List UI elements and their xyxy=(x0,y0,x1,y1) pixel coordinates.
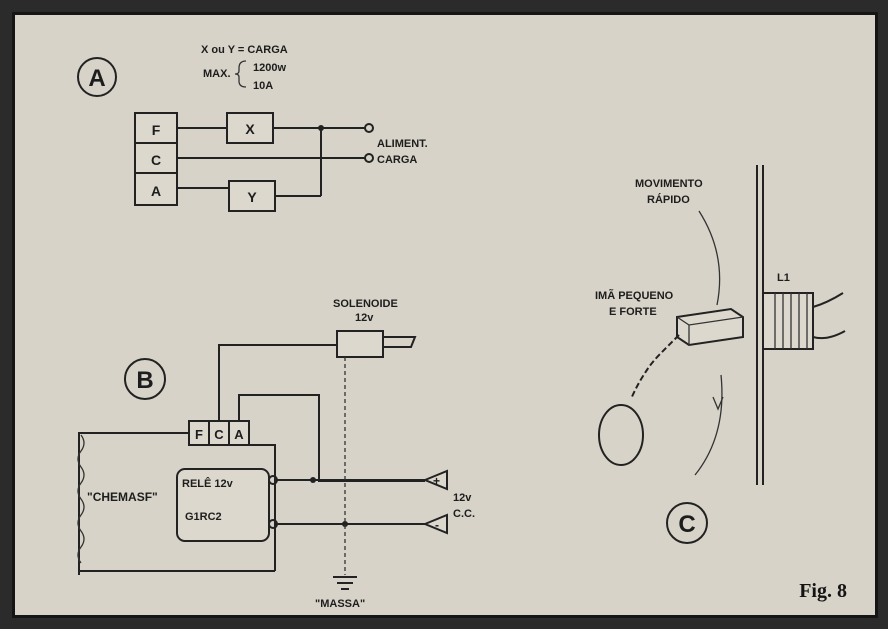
diagram-panel: A X ou Y = CARGA MAX. 1200w 10A F C A X … xyxy=(12,12,878,618)
max-brace xyxy=(234,60,247,88)
solenoid-voltage: 12v xyxy=(355,312,374,324)
load-y-box xyxy=(228,180,276,212)
terminal-a-b: A xyxy=(234,427,244,442)
brand-label: "CHEMASF" xyxy=(87,490,158,504)
chain xyxy=(630,334,680,400)
magnet-label-line1: IMÃ PEQUENO xyxy=(595,289,674,302)
relay-model-line2: G1RC2 xyxy=(185,511,222,523)
solenoid-label: SOLENOIDE xyxy=(333,298,398,310)
magnet-label-line2: E FORTE xyxy=(609,306,657,318)
minus-sign: - xyxy=(435,518,439,532)
motion-arrow-icon xyxy=(712,396,724,411)
coil-lead-1 xyxy=(812,292,844,308)
section-a-label: A xyxy=(88,65,105,92)
relay-terminal-block-a xyxy=(134,112,178,206)
load-y-label: Y xyxy=(247,189,257,205)
motion-arc-top xyxy=(698,210,721,306)
magnet-block xyxy=(676,307,744,347)
section-c-label: C xyxy=(678,511,695,538)
terminal-f-b: F xyxy=(195,427,203,442)
load-note: X ou Y = CARGA xyxy=(201,44,288,56)
max-note: MAX. xyxy=(203,68,231,80)
plus-terminal xyxy=(422,469,448,491)
motion-label-line2: RÁPIDO xyxy=(647,193,690,206)
section-a: A X ou Y = CARGA MAX. 1200w 10A F C A X … xyxy=(77,44,428,212)
relay-model-line1: RELÊ 12v xyxy=(182,477,234,490)
motion-label-line1: MOVIMENTO xyxy=(635,178,703,190)
wavy-wire xyxy=(77,434,85,564)
figure-label: Fig. 8 xyxy=(799,580,847,602)
terminal-a-a: A xyxy=(151,183,161,199)
solenoid-body xyxy=(336,330,384,358)
ring-weight xyxy=(598,404,644,466)
motion-arc-bottom xyxy=(694,374,723,476)
section-b: B SOLENOIDE 12v F C A RELÊ 12v G1RC2 xyxy=(77,298,475,610)
load-x-label: X xyxy=(245,121,255,137)
coil-l1 xyxy=(762,292,814,350)
aliment-label: ALIMENT. xyxy=(377,138,428,150)
ground-label: "MASSA" xyxy=(315,598,365,610)
plus-sign: + xyxy=(433,474,440,488)
carga-label: CARGA xyxy=(377,154,417,166)
max-power: 1200w xyxy=(253,62,286,74)
carga-terminal xyxy=(364,153,374,163)
section-c: C MOVIMENTO RÁPIDO IMÃ PEQUENO E FORTE L… xyxy=(595,165,846,544)
supply-type: C.C. xyxy=(453,508,475,520)
terminal-f-a: F xyxy=(152,122,161,138)
terminal-c-a: C xyxy=(151,152,161,168)
section-a-marker xyxy=(77,57,117,97)
section-c-marker xyxy=(666,502,708,544)
solenoid-plunger xyxy=(383,336,417,348)
relay-body xyxy=(176,468,270,542)
section-b-marker xyxy=(124,358,166,400)
supply-voltage: 12v xyxy=(453,492,472,504)
coil-label: L1 xyxy=(777,272,790,284)
terminal-c-b: C xyxy=(214,427,224,442)
minus-terminal xyxy=(422,513,448,535)
circuit-diagram: A X ou Y = CARGA MAX. 1200w 10A F C A X … xyxy=(77,44,846,610)
max-current: 10A xyxy=(253,80,273,92)
aliment-terminal xyxy=(364,123,374,133)
coil-lead-2 xyxy=(812,330,846,340)
section-b-label: B xyxy=(136,367,153,394)
